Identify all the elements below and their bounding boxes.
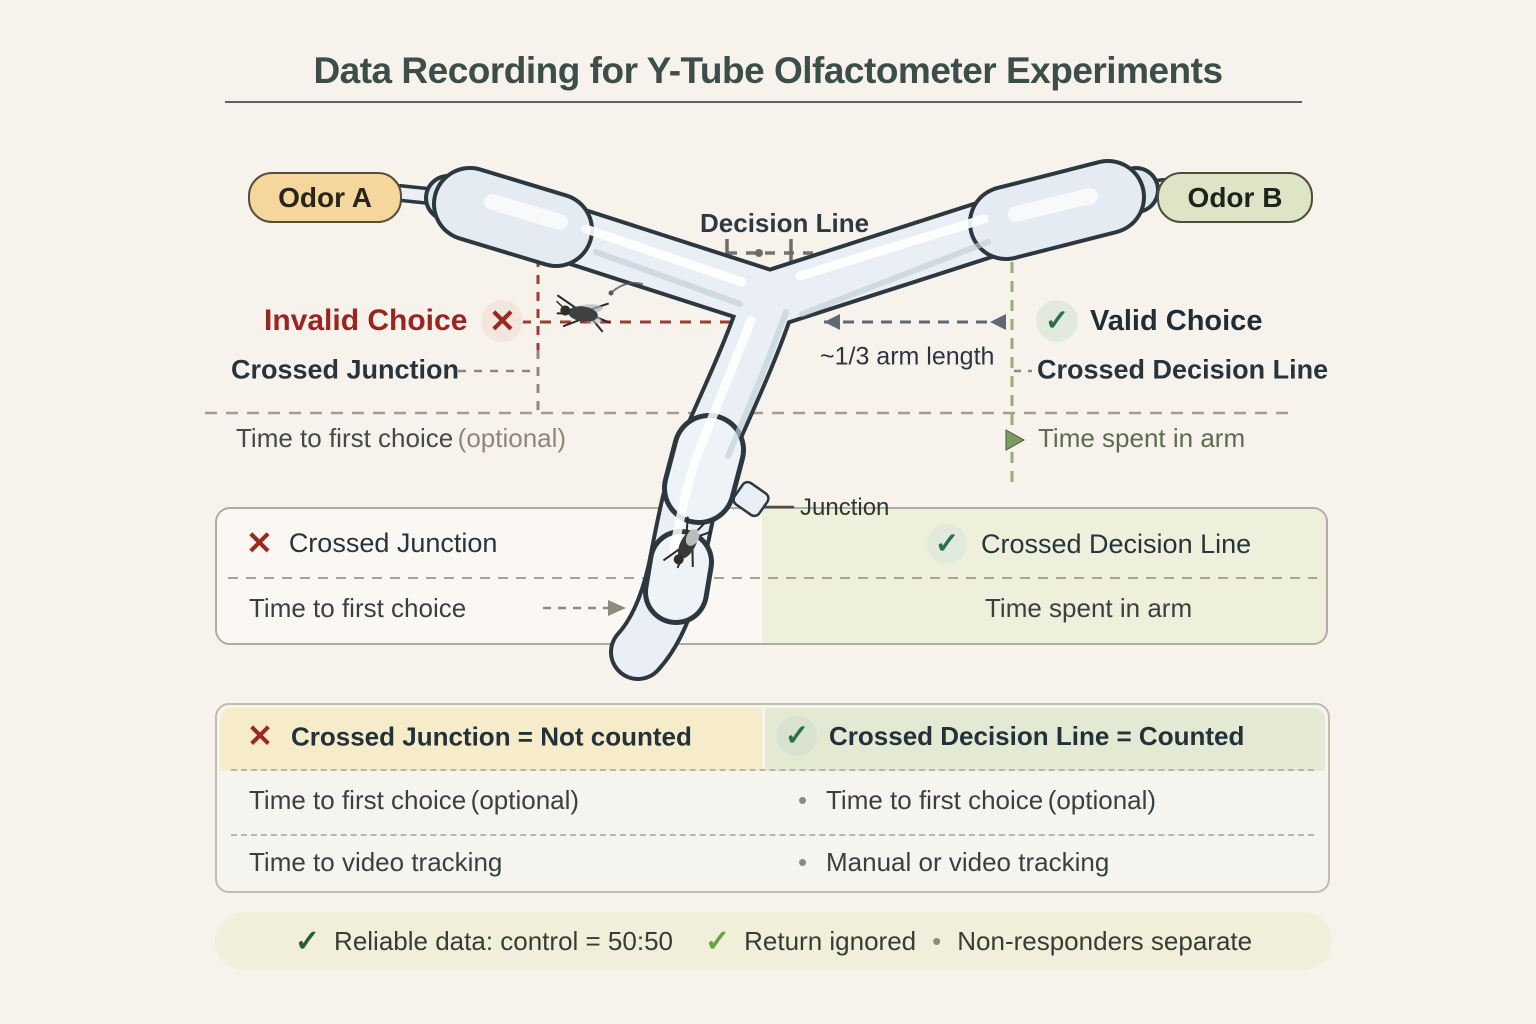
summary-invalid-header-text: Crossed Junction = Not counted <box>290 721 692 751</box>
valid-choice-text: Valid Choice <box>1090 304 1263 337</box>
summary-valid-row2: • Manual or video tracking <box>798 849 1109 875</box>
arm-length-note: ~1/3 arm length <box>820 342 995 371</box>
footer-item-non-responders: Non-responders separate <box>957 925 1253 956</box>
crossed-decision-line-label: Crossed Decision Line <box>1037 354 1329 385</box>
tube-highlights <box>484 188 1098 555</box>
page-title: Data Recording for Y-Tube Olfactometer E… <box>313 50 1223 91</box>
summary-invalid-row2: Time to video tracking <box>249 847 503 877</box>
title-underline <box>225 101 1302 103</box>
summary-valid-row1: • Time to first choice (optional) <box>798 787 1156 813</box>
summary-invalid-header-cell <box>220 708 762 771</box>
footer-item-return-ignored: Return ignored <box>744 925 917 956</box>
odor-a-label: Odor A <box>248 172 402 223</box>
check-icon: ✓ <box>294 924 321 958</box>
odor-b-text: Odor B <box>1187 181 1283 213</box>
valid-side-panel-bg <box>762 509 1326 643</box>
bullet-separator: • <box>932 925 942 956</box>
odor-a-text: Odor A <box>278 181 372 213</box>
optional-note: (optional) <box>457 423 567 453</box>
panel-valid-metric: Time spent in arm <box>985 593 1193 623</box>
invalid-choice-label: Invalid Choice ✕ <box>264 300 524 342</box>
time-spent-in-arm-label: Time spent in arm <box>1038 423 1246 453</box>
cell-text: Time to first choice <box>249 785 467 815</box>
valid-choice-label: ✓ Valid Choice <box>1036 300 1262 342</box>
footer-summary-pill: ✓ Reliable data: control = 50:50 ✓ Retur… <box>215 912 1332 970</box>
panel-invalid-metric: Time to first choice <box>249 593 467 623</box>
optional-note: (optional) <box>1047 785 1157 815</box>
panel-valid-event: ✓ Crossed Decision Line <box>927 524 1251 564</box>
fly-icon <box>556 294 611 333</box>
check-icon: ✓ <box>705 924 731 958</box>
odor-b-label: Odor B <box>1157 172 1313 223</box>
cell-text: Time to first choice <box>826 785 1044 815</box>
panel-invalid-event: ✕ Crossed Junction <box>246 527 497 559</box>
invalid-choice-text: Invalid Choice <box>264 304 468 337</box>
check-icon: ✓ <box>927 524 967 564</box>
panel-valid-event-text: Crossed Decision Line <box>981 528 1252 559</box>
decision-line-label: Decision Line <box>700 208 870 238</box>
summary-invalid-row1: Time to first choice (optional) <box>249 787 579 813</box>
junction-label: Junction <box>800 494 890 521</box>
cell-text: Manual or video tracking <box>826 847 1110 877</box>
metric-text: Time to first choice <box>236 423 454 453</box>
summary-valid-header: ✓ Crossed Decision Line = Counted <box>777 716 1244 756</box>
check-icon: ✓ <box>777 716 817 756</box>
summary-valid-header-cell <box>765 708 1325 771</box>
bullet-icon: • <box>798 847 822 877</box>
summary-separator-2 <box>231 834 1314 836</box>
summary-separator-1 <box>231 769 1314 771</box>
junction-rules-panel <box>215 507 1328 645</box>
play-triangle-icon <box>1005 429 1026 451</box>
time-to-first-choice-label: Time to first choice (optional) <box>236 425 566 451</box>
arrow-left-icon <box>824 314 840 330</box>
arrow-right-icon <box>608 600 626 616</box>
junction-tab <box>732 480 770 518</box>
cross-icon: ✕ <box>246 525 273 561</box>
check-icon: ✓ <box>1036 300 1078 342</box>
panel-invalid-event-text: Crossed Junction <box>288 527 498 558</box>
summary-valid-header-text: Crossed Decision Line = Counted <box>829 721 1245 751</box>
arrow-left-icon <box>990 314 1006 330</box>
fly-icon <box>662 516 711 569</box>
footer-item-reliable-data: Reliable data: control = 50:50 <box>334 925 673 956</box>
summary-table <box>215 703 1330 893</box>
y-tube-illustration <box>391 159 1173 681</box>
crossed-junction-label: Crossed Junction <box>231 354 460 385</box>
bullet-icon: • <box>798 785 822 815</box>
cross-icon: ✕ <box>481 300 524 342</box>
cross-icon: ✕ <box>247 718 273 754</box>
optional-note: (optional) <box>470 785 580 815</box>
summary-invalid-header: ✕ Crossed Junction = Not counted <box>247 721 692 752</box>
